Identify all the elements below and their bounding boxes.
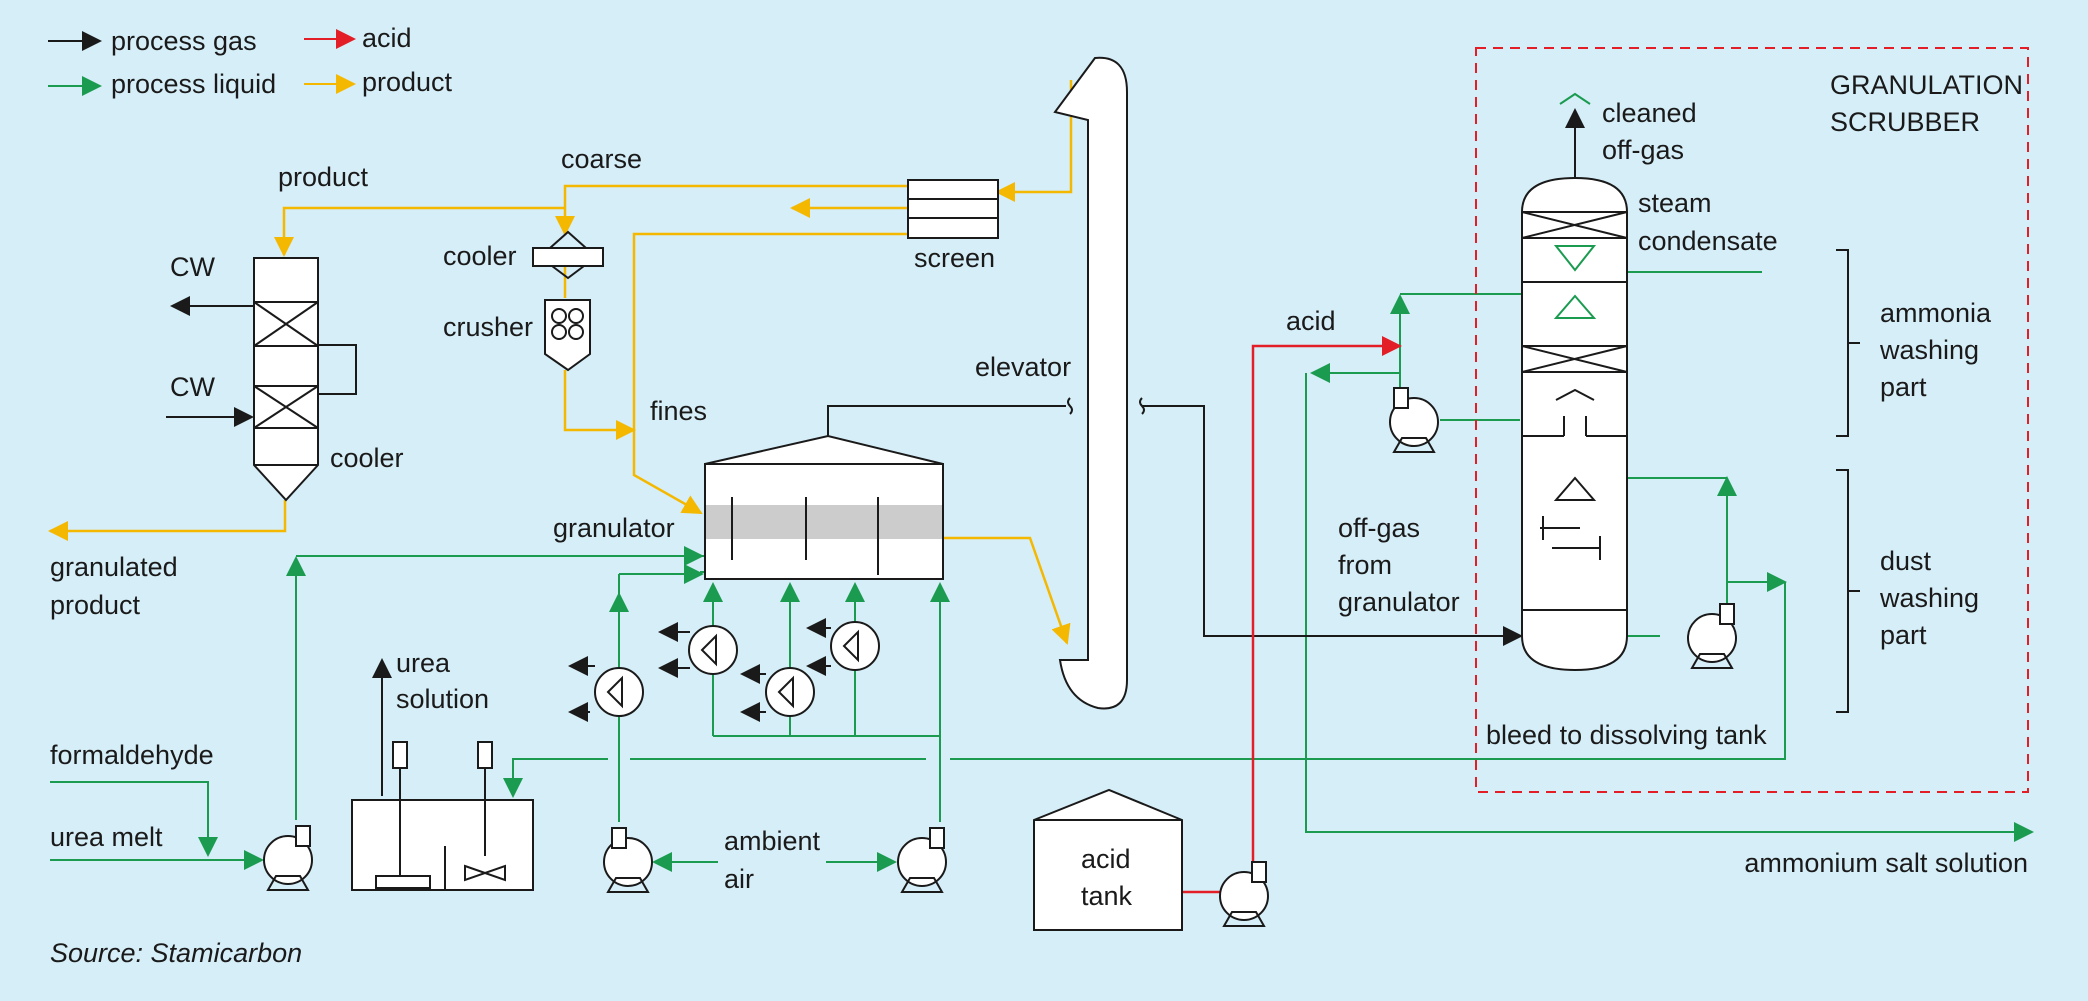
label-screen: screen — [914, 243, 995, 273]
acid-lines — [1182, 336, 1402, 894]
granulator-to-elevator-gas-line — [827, 405, 1066, 436]
label-urea-melt: urea melt — [50, 822, 163, 852]
granulation-scrubber-boundary — [1475, 47, 2029, 793]
process-gas-lines — [166, 108, 1585, 796]
granulator-to-elevator-line — [943, 536, 1071, 645]
ammonia-pump-return-line — [1310, 363, 1401, 407]
fines-to-granulator-line — [632, 232, 908, 515]
label-dust-part: part — [1880, 620, 1927, 650]
ambient-air-pump-1 — [603, 827, 653, 893]
label-coarse: coarse — [561, 144, 642, 174]
ammonium-salt-solution-line — [1305, 373, 2034, 842]
label-fines: fines — [650, 396, 707, 426]
cleaned-offgas-hood — [1559, 92, 1591, 105]
legend-process-gas-label: process gas — [111, 26, 257, 56]
label-granulated-product: product — [50, 590, 141, 620]
label-acid: acid — [1286, 306, 1336, 336]
label-cooler-small: cooler — [443, 241, 517, 271]
label-acid-tank: acid — [1081, 844, 1131, 874]
elevator-to-screen-line — [995, 80, 1073, 202]
label-dust: dust — [1880, 546, 1932, 576]
heat-exchanger-2 — [658, 622, 738, 678]
label-granulated: granulated — [50, 552, 178, 582]
label-granulator: granulator — [553, 513, 675, 543]
label-air: air — [724, 864, 754, 894]
label-ammonia: ammonia — [1880, 298, 1992, 328]
label-product: product — [278, 162, 369, 192]
air-header-line — [713, 582, 950, 737]
heat-exchanger-3 — [740, 664, 815, 722]
crusher — [544, 299, 591, 372]
label-offgas-granulator: granulator — [1338, 587, 1460, 617]
scrubber-column — [1521, 176, 1628, 672]
acid-pump-to-scrubber-line — [1251, 336, 1402, 862]
heat-exchanger-4 — [806, 618, 880, 676]
label-cw-out: CW — [170, 252, 215, 282]
bleed-to-dissolving-tank-line — [950, 582, 1786, 760]
formaldehyde-line — [50, 781, 218, 857]
label-cleaned-offgas: off-gas — [1602, 135, 1684, 165]
cooler-internal-loop-line — [318, 344, 357, 395]
ambient-air-pump-2 — [897, 827, 947, 893]
elevator-crossing-left-mark — [1067, 397, 1073, 415]
heat-exchangers — [568, 618, 880, 722]
label-cooler-product: cooler — [330, 443, 404, 473]
heat-exchanger-1 — [568, 656, 644, 722]
granulated-product-cooler — [253, 257, 319, 502]
label-steam: steam — [1638, 188, 1712, 218]
ammonia-washing-bracket — [1836, 249, 1849, 437]
label-urea: urea — [396, 648, 451, 678]
crusher-to-granulator-line — [563, 370, 636, 440]
label-condensate: condensate — [1638, 226, 1778, 256]
label-bleed: bleed to dissolving tank — [1486, 720, 1767, 750]
dissolving-tank — [351, 741, 534, 891]
product-flow-lines — [48, 80, 1073, 645]
label-crusher: crusher — [443, 312, 533, 342]
label-elevator: elevator — [975, 352, 1071, 382]
dust-washing-pump — [1687, 603, 1737, 669]
label-ammonium-salt: ammonium salt solution — [1744, 848, 2028, 878]
label-offgas: off-gas — [1338, 513, 1420, 543]
product-split-line — [274, 206, 565, 257]
label-cleaned: cleaned — [1602, 98, 1697, 128]
acid-tank — [1033, 788, 1183, 931]
dust-washing-bracket — [1836, 469, 1849, 713]
legend: process gas acid process liquid product — [48, 23, 453, 99]
legend-acid-label: acid — [362, 23, 412, 53]
coarse-to-cooler-line — [555, 184, 908, 236]
bleed-to-dissolving-tank-line-c — [503, 758, 608, 798]
label-scrubber: SCRUBBER — [1830, 107, 1980, 137]
label-solution: solution — [396, 684, 489, 714]
label-formaldehyde: formaldehyde — [50, 740, 214, 770]
granulator — [704, 434, 944, 580]
legend-product-label: product — [362, 67, 453, 97]
label-dust-washing: washing — [1879, 583, 1979, 613]
label-tank: tank — [1081, 881, 1133, 911]
label-granulation: GRANULATION — [1830, 70, 2023, 100]
legend-process-liquid-label: process liquid — [111, 69, 276, 99]
feed-pump — [263, 825, 313, 891]
label-ambient: ambient — [724, 826, 821, 856]
cooler-to-granulated-product-line — [48, 500, 287, 541]
label-offgas-from: from — [1338, 550, 1392, 580]
bucket-elevator — [1053, 56, 1128, 710]
label-ammonia-part: part — [1880, 372, 1927, 402]
ammonia-washing-pump — [1389, 387, 1439, 453]
labels: product coarse CW CW cooler crusher scre… — [50, 70, 2028, 968]
offgas-from-granulator-line — [1142, 405, 1523, 646]
pumps — [263, 387, 1737, 927]
acid-pump — [1219, 861, 1269, 927]
label-ammonia-washing: washing — [1879, 335, 1979, 365]
screen — [907, 179, 999, 239]
product-cooler-small — [532, 230, 604, 280]
source-credit: Source: Stamicarbon — [50, 938, 302, 968]
label-cw-in: CW — [170, 372, 215, 402]
